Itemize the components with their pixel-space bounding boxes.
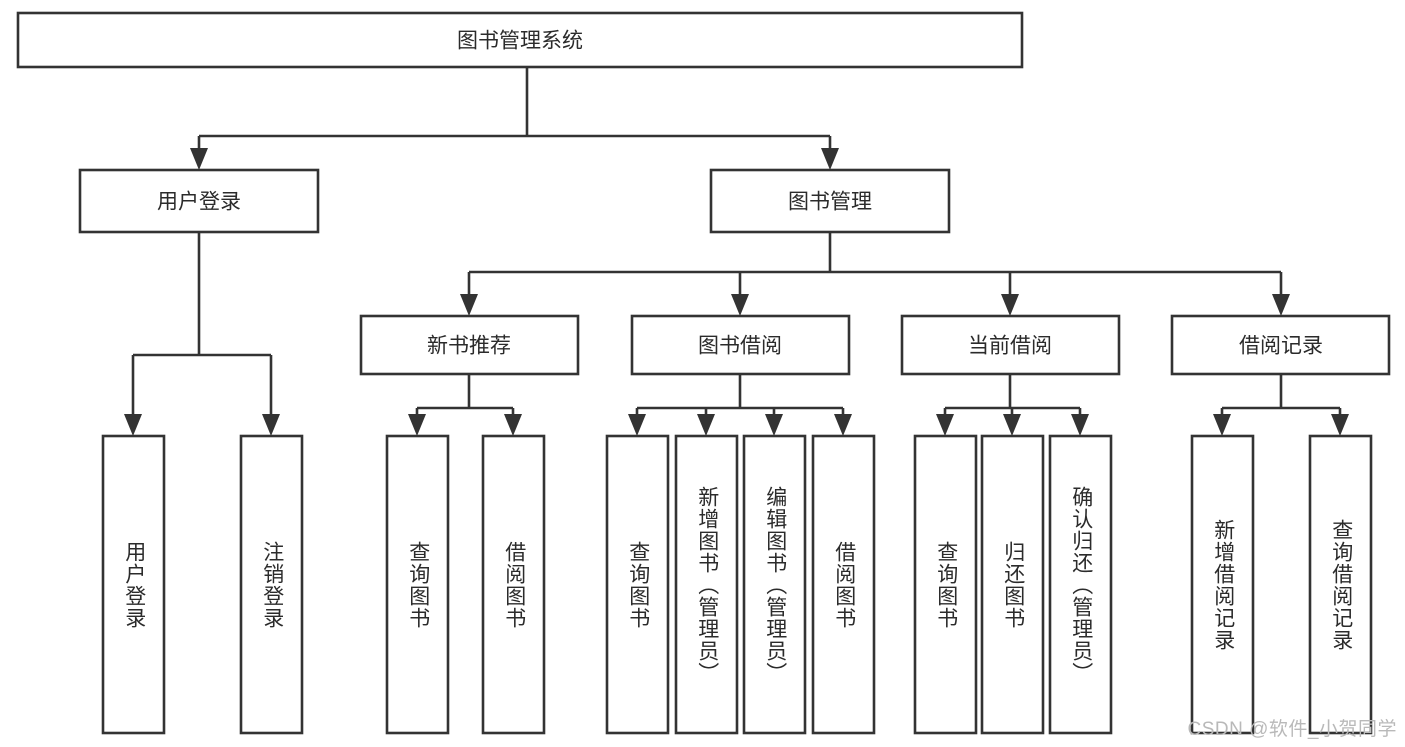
node-leaf-query-borrow-record-box[interactable] [1308, 434, 1373, 735]
node-book-management-box[interactable] [709, 168, 951, 234]
connector-group [124, 67, 1349, 436]
arrow-head-borrow-record [1272, 294, 1290, 316]
node-root-box[interactable] [16, 11, 1024, 69]
node-leaf-return-book-box[interactable] [980, 434, 1045, 735]
node-leaf-add-book-admin-box[interactable] [674, 434, 739, 735]
arrow-head-book-borrow [731, 294, 749, 316]
node-leaf-user-login-box[interactable] [101, 434, 166, 735]
arrow-head-current-borrow [1001, 294, 1019, 316]
node-book-borrow-label: 图书借阅 [698, 335, 782, 358]
arrow-head-leaf-confirm-return-admin [1071, 414, 1089, 436]
node-current-borrow-label: 当前借阅 [968, 335, 1052, 358]
arrow-head-leaf-borrow-book-1 [504, 414, 522, 436]
node-borrow-record-label: 借阅记录 [1239, 335, 1323, 358]
node-borrow-record[interactable]: 借阅记录 [1170, 314, 1391, 376]
node-current-borrow-box[interactable] [900, 314, 1121, 376]
node-new-book-recommend-label: 新书推荐 [427, 335, 511, 358]
node-borrow-record-box[interactable] [1170, 314, 1391, 376]
node-book-management[interactable]: 图书管理 [709, 168, 951, 234]
node-leaf-query-book-1-box[interactable] [385, 434, 450, 735]
csdn-watermark: CSDN @软件_小贺同学 [1187, 719, 1397, 740]
arrow-head-leaf-query-borrow-record [1331, 414, 1349, 436]
arrow-head-leaf-query-book-2 [628, 414, 646, 436]
node-leaf-borrow-book-1-box[interactable] [481, 434, 546, 735]
node-leaf-edit-book-admin-box[interactable] [742, 434, 807, 735]
node-book-borrow-box[interactable] [630, 314, 851, 376]
arrow-head-leaf-logout-login [262, 414, 280, 436]
arrow-head-leaf-borrow-book-2 [834, 414, 852, 436]
node-book-borrow[interactable]: 图书借阅 [630, 314, 851, 376]
node-new-book-recommend-box[interactable] [359, 314, 580, 376]
node-new-book-recommend[interactable]: 新书推荐 [359, 314, 580, 376]
arrow-head-user-login [190, 148, 208, 170]
arrow-head-leaf-add-borrow-record [1213, 414, 1231, 436]
node-leaf-add-borrow-record-box[interactable] [1190, 434, 1255, 735]
node-user-login-label: 用户登录 [157, 191, 241, 214]
node-current-borrow[interactable]: 当前借阅 [900, 314, 1121, 376]
arrow-head-leaf-edit-book-admin [765, 414, 783, 436]
arrow-head-new-book-recommend [460, 294, 478, 316]
node-user-login[interactable]: 用户登录 [78, 168, 320, 234]
node-root-label: 图书管理系统 [457, 30, 583, 53]
node-root[interactable]: 图书管理系统 [16, 11, 1024, 69]
arrow-head-leaf-user-login [124, 414, 142, 436]
node-leaf-query-book-3-box[interactable] [913, 434, 978, 735]
arrow-head-leaf-add-book-admin [697, 414, 715, 436]
arrow-head-leaf-query-book-3 [936, 414, 954, 436]
arrow-head-leaf-query-book-1 [408, 414, 426, 436]
node-leaf-confirm-return-admin-box[interactable] [1048, 434, 1113, 735]
arrow-head-leaf-return-book [1003, 414, 1021, 436]
node-leaf-logout-login-box[interactable] [239, 434, 304, 735]
node-leaf-borrow-book-2-box[interactable] [811, 434, 876, 735]
node-book-management-label: 图书管理 [788, 191, 872, 214]
node-user-login-box[interactable] [78, 168, 320, 234]
node-leaf-query-book-2-box[interactable] [605, 434, 670, 735]
arrow-head-book-management [821, 148, 839, 170]
